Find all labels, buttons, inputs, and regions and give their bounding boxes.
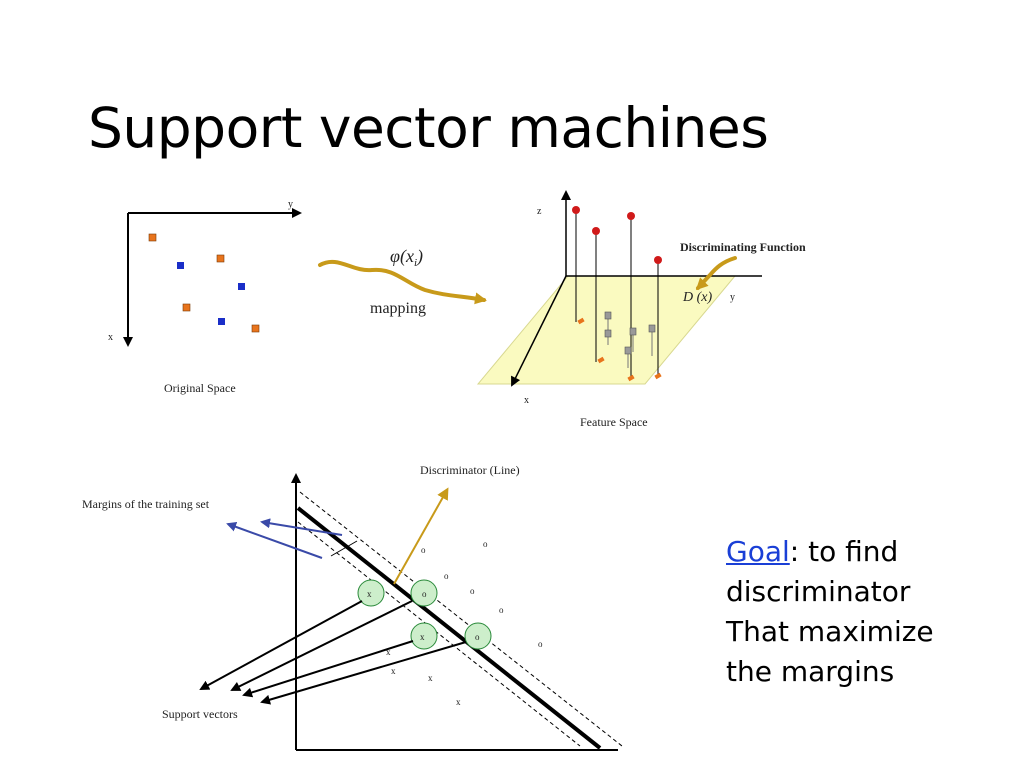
margin-dashed-upper (300, 492, 622, 746)
o-class-point: o (483, 539, 488, 549)
gray-point (605, 312, 611, 319)
goal-text-block: Goal: to find discriminator That maximiz… (726, 532, 996, 692)
mapping-arrow-group: φ(xi) mapping (320, 246, 484, 317)
blue-point (218, 318, 225, 325)
goal-colon: : (790, 535, 799, 568)
gray-point (649, 325, 655, 332)
goal-line-1-rest: to find (799, 535, 898, 568)
mapping-arrow (320, 262, 484, 300)
orange-point (183, 304, 190, 311)
feature-space-caption: Feature Space (580, 415, 648, 429)
support-vector-arrow (262, 642, 466, 702)
original-space-caption: Original Space (164, 381, 236, 395)
red-point (592, 227, 600, 235)
original-y-axis-label: y (288, 199, 293, 210)
feature-z-axis-label: z (537, 206, 542, 217)
discriminator-line (298, 508, 600, 748)
support-vectors-label: Support vectors (162, 707, 238, 721)
o-class-point: o (499, 605, 504, 615)
goal-link[interactable]: Goal (726, 535, 790, 568)
goal-line-4: the margins (726, 652, 996, 692)
phi-label: φ(xi) (390, 246, 423, 269)
original-space-plot: y x Original Space (108, 199, 300, 395)
blue-point (177, 262, 184, 269)
red-point (654, 256, 662, 264)
x-class-point: x (428, 673, 433, 683)
feature-x-axis-label: x (524, 395, 529, 406)
feature-y-axis-label: y (730, 292, 735, 303)
red-point (627, 212, 635, 220)
goal-line-1: Goal: to find (726, 532, 996, 572)
x-class-point: x (420, 632, 425, 642)
feature-space-plot: z y x Discriminating Function D (x) Feat… (478, 192, 806, 429)
o-class-point: o (444, 571, 449, 581)
discriminating-function-label: Discriminating Function (680, 240, 806, 254)
o-class-point: o (538, 639, 543, 649)
function-symbol: D (x) (682, 290, 712, 305)
gray-point (625, 347, 631, 354)
orange-point (252, 325, 259, 332)
support-vector-arrow (201, 601, 362, 689)
orange-point (217, 255, 224, 262)
gray-point (630, 328, 636, 335)
margin-dashed-lower (298, 522, 580, 746)
red-point (572, 206, 580, 214)
original-x-axis-label: x (108, 332, 113, 343)
support-vector-arrow (244, 641, 413, 695)
margin-arrow (262, 522, 342, 535)
x-class-point: x (391, 666, 396, 676)
o-class-point: o (421, 545, 426, 555)
o-class-point: o (422, 589, 427, 599)
mapping-label: mapping (370, 300, 426, 317)
o-class-point: o (470, 586, 475, 596)
margin-plot: o o o o o o o o x x x x x x Discriminato… (82, 463, 622, 750)
discriminator-label: Discriminator (Line) (420, 463, 520, 477)
goal-line-2: discriminator (726, 572, 996, 612)
orange-point (149, 234, 156, 241)
support-vector-arrow (232, 601, 412, 690)
x-class-point: x (367, 589, 372, 599)
goal-line-3: That maximize (726, 612, 996, 652)
discriminator-arrow (394, 490, 447, 584)
blue-point (238, 283, 245, 290)
gray-point (605, 330, 611, 337)
margins-label: Margins of the training set (82, 497, 210, 511)
red-projection (654, 373, 661, 379)
o-class-point: o (475, 632, 480, 642)
x-class-point: x (456, 697, 461, 707)
